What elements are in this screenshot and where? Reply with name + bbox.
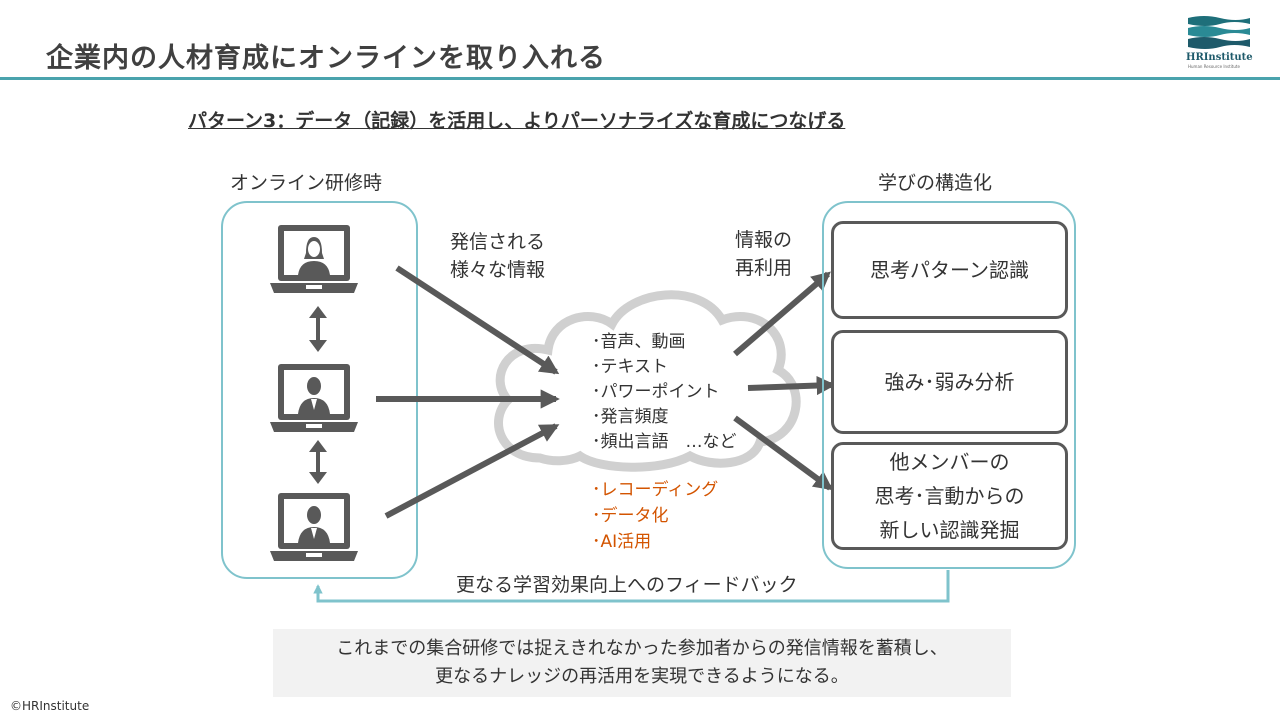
- pattern-subtitle: パターン3：データ（記録）を活用し、よりパーソナライズな育成につなげる: [188, 110, 846, 132]
- list-item: ･レコーディング: [592, 480, 719, 500]
- list-item: ･頻出言語 …など: [592, 432, 737, 452]
- exchange-arrow-bottom: [309, 440, 327, 484]
- data-methods-list: ･レコーディング ･データ化 ･AI活用: [592, 477, 718, 555]
- list-item: ･パワーポイント: [592, 382, 720, 402]
- copyright: ©HRInstitute: [10, 699, 90, 713]
- laptop-male-icon: [270, 364, 358, 432]
- sent-info-label: 発信される 様々な情報: [450, 231, 546, 281]
- right-panel-label: 学びの構造化: [878, 172, 993, 194]
- learning-structure-panel: [822, 201, 1076, 569]
- logo-wordmark: HRInstitute: [1186, 52, 1253, 63]
- list-item: ･AI活用: [592, 532, 652, 552]
- thinking-pattern-box: 思考パターン認識: [831, 221, 1068, 319]
- list-item: ･発言頻度: [592, 407, 669, 427]
- logo-subtext: Human Resource Institute: [1188, 64, 1240, 69]
- cloud-info-list: ･音声、動画 ･テキスト ･パワーポイント ･発言頻度 ･頻出言語 …など: [592, 330, 737, 455]
- hrinstitute-logo: [1188, 16, 1250, 49]
- cloud-shape: [494, 290, 801, 472]
- feedback-arrow: [313, 570, 950, 603]
- laptop-male-icon-2: [270, 493, 358, 561]
- reuse-label: 情報の 再利用: [735, 229, 793, 279]
- arrow-in-3: [384, 423, 560, 519]
- exchange-arrow-top: [309, 306, 327, 352]
- arrow-in-1: [395, 265, 560, 375]
- laptop-female-icon: [270, 225, 358, 293]
- online-training-panel: [221, 201, 418, 579]
- arrow-out-1: [733, 271, 831, 357]
- list-item: ･音声、動画: [592, 332, 686, 352]
- strength-weakness-box: 強み･弱み分析: [831, 330, 1068, 434]
- title-divider: [0, 77, 1280, 80]
- new-insight-box: 他メンバーの 思考･言動からの 新しい認識発掘: [831, 442, 1068, 550]
- list-item: ･データ化: [592, 506, 669, 526]
- page-title: 企業内の人材育成にオンラインを取り入れる: [46, 43, 606, 74]
- left-panel-label: オンライン研修時: [230, 172, 383, 194]
- list-item: ･テキスト: [592, 357, 668, 377]
- arrow-out-2: [747, 375, 836, 396]
- summary-note: これまでの集合研修では捉えきれなかった参加者からの発信情報を蓄積し、 更なるナレ…: [273, 629, 1011, 697]
- feedback-label: 更なる学習効果向上へのフィードバック: [456, 574, 798, 596]
- arrow-out-3: [733, 415, 834, 491]
